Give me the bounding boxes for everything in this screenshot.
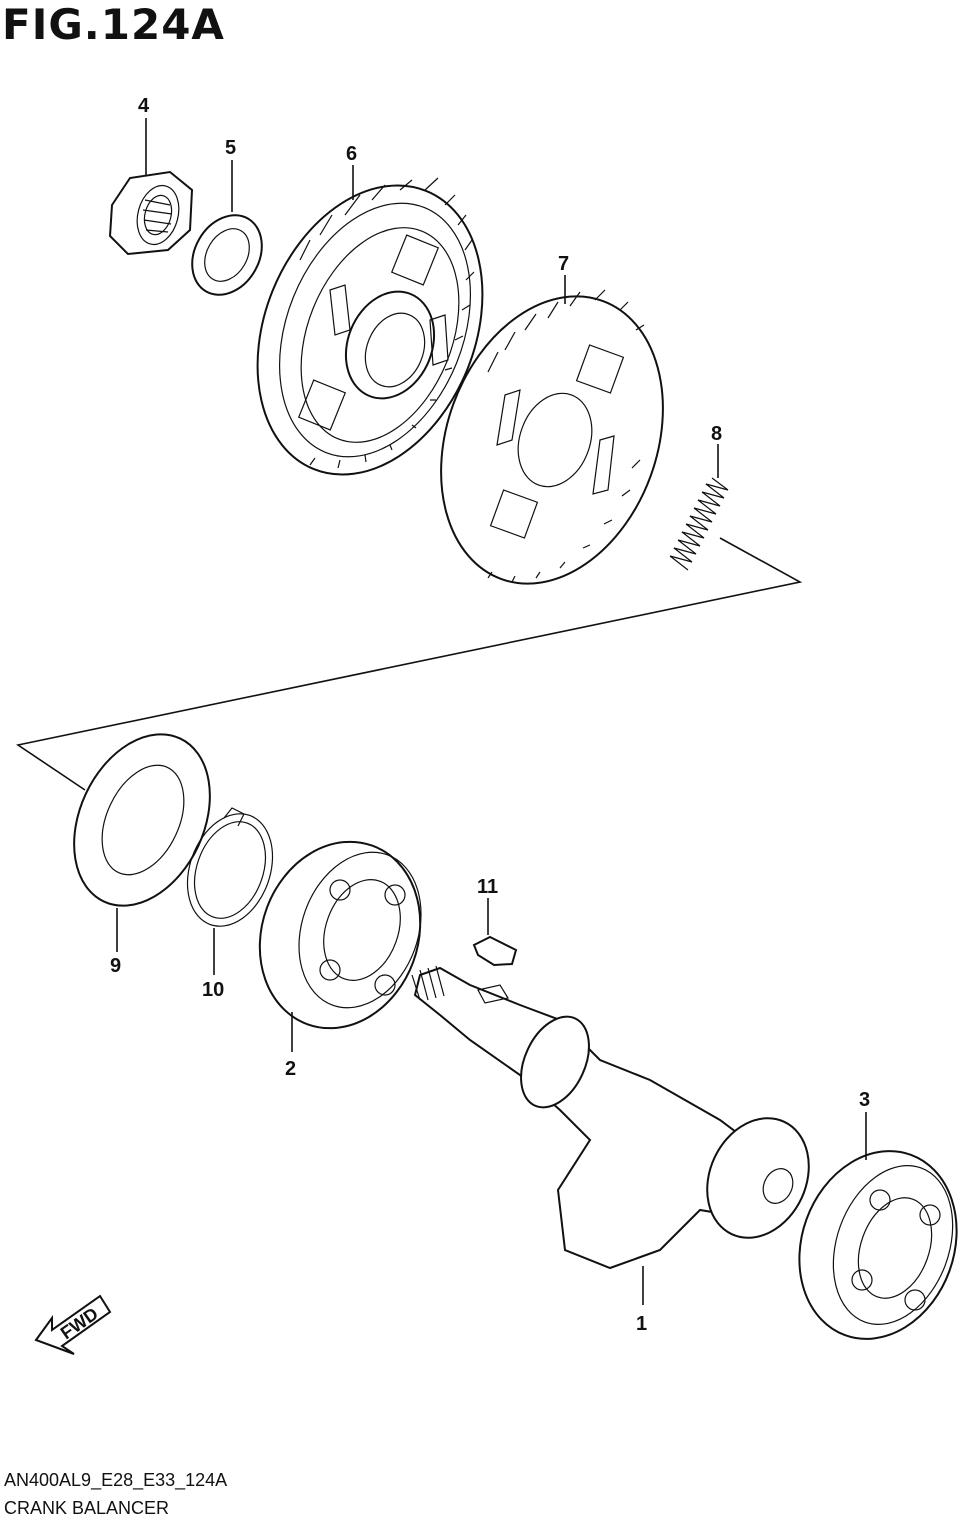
- part-8-spring[interactable]: [669, 477, 729, 571]
- callout-7: 7: [558, 253, 569, 275]
- callout-4: 4: [138, 95, 150, 117]
- part-6-gear[interactable]: [216, 152, 523, 509]
- callout-9: 9: [110, 955, 121, 977]
- part-9-washer[interactable]: [48, 712, 236, 928]
- callout-8: 8: [711, 423, 722, 445]
- part-2-bearing[interactable]: [234, 819, 446, 1051]
- part-3-bearing[interactable]: [774, 1129, 960, 1361]
- figure-code: AN400AL9_E28_E33_124A: [4, 1470, 228, 1490]
- part-1-balancer-shaft[interactable]: [411, 965, 828, 1270]
- callout-2: 2: [285, 1058, 296, 1080]
- callout-6: 6: [346, 143, 357, 165]
- part-4-nut[interactable]: [108, 170, 194, 256]
- callout-1: 1: [636, 1313, 647, 1335]
- fwd-arrow-icon: FWD: [34, 1294, 112, 1355]
- callout-11: 11: [477, 876, 498, 898]
- callout-3: 3: [859, 1089, 870, 1111]
- figure-name: CRANK BALANCER: [4, 1498, 170, 1518]
- part-5-washer[interactable]: [178, 203, 275, 308]
- part-10-circlip[interactable]: [173, 802, 288, 938]
- part-11-key[interactable]: [472, 935, 518, 967]
- callout-5: 5: [225, 137, 236, 159]
- figure-title: FIG.124A: [2, 0, 225, 49]
- callout-10: 10: [202, 979, 224, 1001]
- assembly-line: [15, 537, 803, 791]
- part-7-gear[interactable]: [403, 265, 702, 615]
